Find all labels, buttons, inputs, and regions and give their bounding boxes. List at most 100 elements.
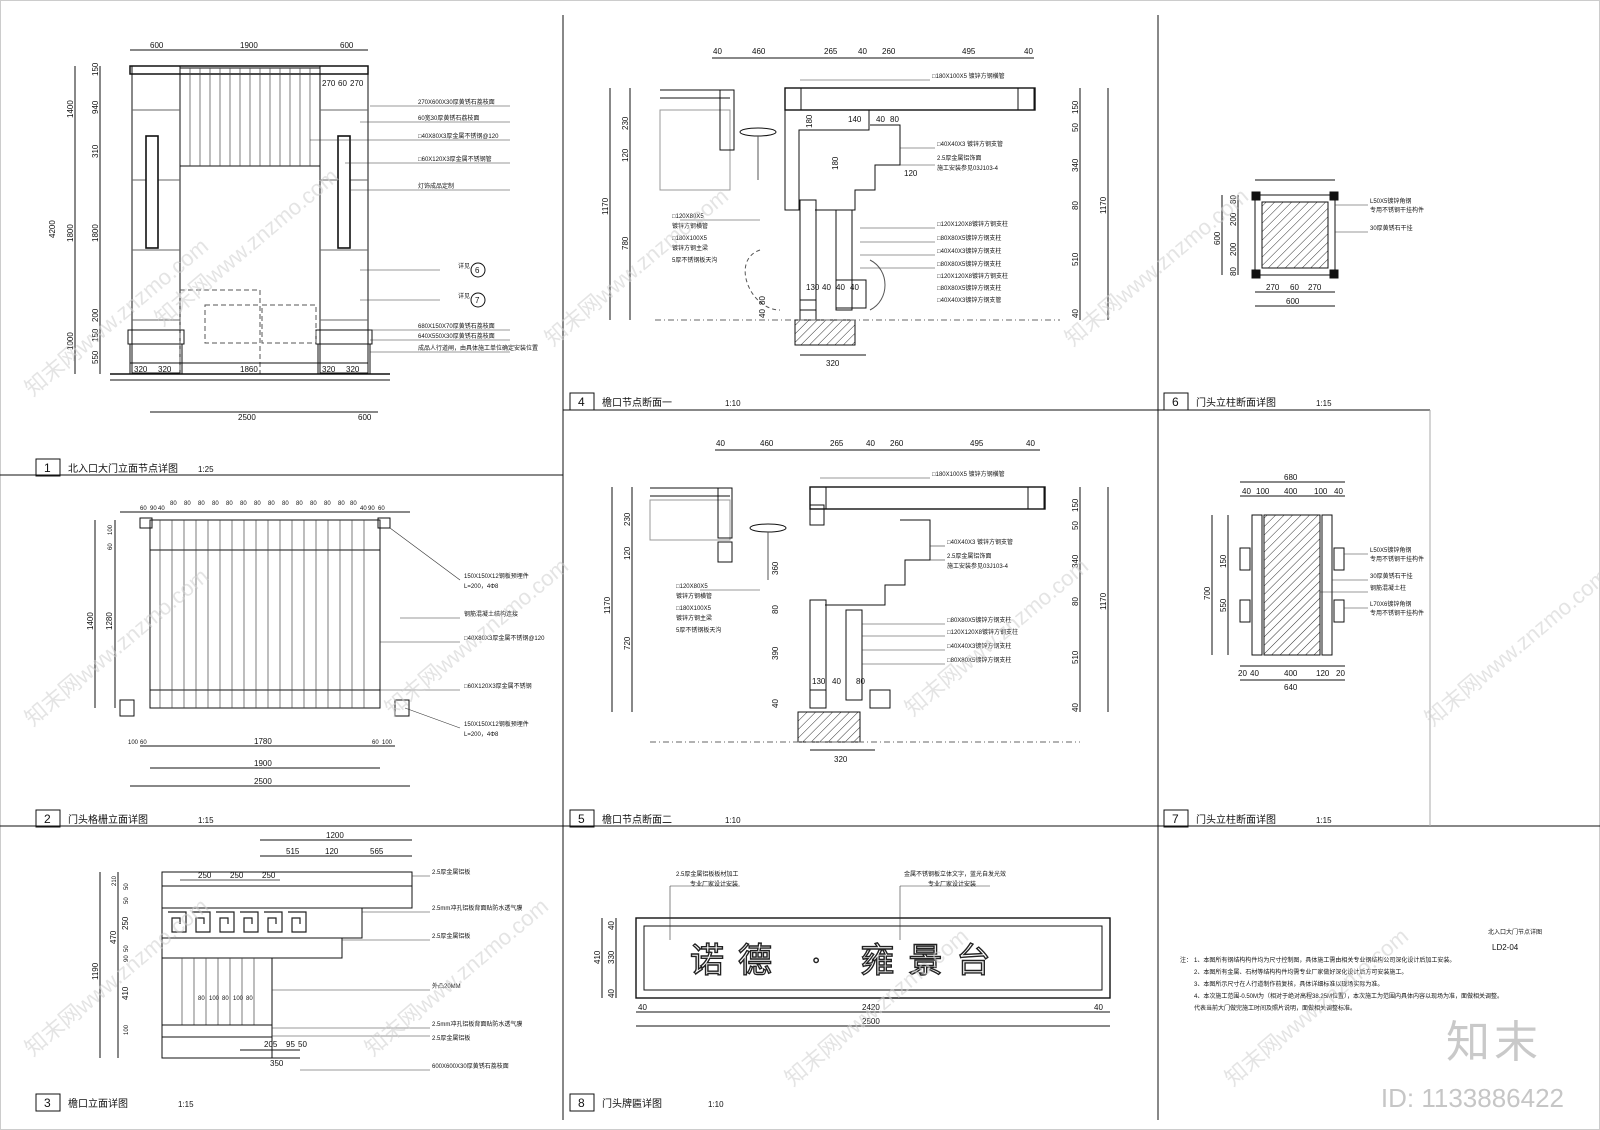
p7-note: 钢筋混凝土柱 <box>1370 584 1406 592</box>
drawing-title: 北入口大门节点详图 <box>1488 928 1542 936</box>
p2-note: □40X80X3厚金属不锈钢@120 <box>464 634 545 642</box>
p6-dim: 270 <box>1266 283 1280 292</box>
p2-edge-dim: 60 <box>140 740 147 746</box>
p2-top-dim: 80 <box>254 501 261 507</box>
p7-dim: 640 <box>1284 683 1298 692</box>
p4-inner-dim: 130 <box>806 283 820 292</box>
panel-number: 4 <box>578 395 585 409</box>
p1-left-dim: 940 <box>91 100 100 114</box>
p5-note: 施工安装参见03J103-4 <box>947 562 1009 570</box>
panel-7-title: 7 门头立柱断面详图 1:15 <box>1163 809 1332 828</box>
p4-note: □120X120X8镀锌方钢支柱 <box>937 272 1008 280</box>
panel-number: 1 <box>44 461 51 475</box>
panel-title: 门头立柱断面详图 <box>1196 813 1276 826</box>
p7-note: L70X6镀锌角钢 <box>1370 600 1411 608</box>
sheet-info: 北入口大门节点详图 LD2-04 注： 1、本图所有钢结构构件均为尺寸控制图，具… <box>1180 928 1542 1012</box>
p2-top-dim: 40 <box>158 506 165 512</box>
p8-dim: 330 <box>607 950 616 964</box>
p5-top-dim: 40 <box>716 439 725 448</box>
p3-note: 600X600X30厚黄锈石荔枝面 <box>432 1062 509 1070</box>
p4-note: □180X100X5 <box>672 236 708 242</box>
p5-right-dim: 80 <box>1071 597 1080 606</box>
p2-top-dim: 80 <box>240 501 247 507</box>
p1-callout: 详见 <box>458 292 470 300</box>
p2-top-dim: 60 <box>140 506 147 512</box>
p2-top-dim: 80 <box>212 501 219 507</box>
p3-note: 2.5厚金属铝板 <box>432 932 470 940</box>
p8-dim: 40 <box>607 921 616 930</box>
p4-note: □40X40X3镀锌方钢支管 <box>937 296 1001 304</box>
p1-bottom-dim: 320 <box>322 365 336 374</box>
p5-top-dim: 40 <box>1026 439 1035 448</box>
p4-note: 镀锌方钢横管 <box>672 222 708 230</box>
p5-note: 5厚不锈钢板天沟 <box>676 626 721 634</box>
p4-right-dim: 510 <box>1071 252 1080 266</box>
p3-bottom-dim: 205 <box>264 1040 278 1049</box>
p5-inner-dim: 130 <box>812 677 826 686</box>
panel-3-eave-elevation <box>99 839 430 1071</box>
panel-scale: 1:10 <box>708 1100 724 1109</box>
panel-scale: 1:15 <box>198 816 214 825</box>
p7-dim: 120 <box>1316 669 1330 678</box>
p2-left-dim: 100 <box>108 524 114 535</box>
p4-note: □180X100X5 镀锌方钢横管 <box>932 72 1005 80</box>
p3-left-dim: 210 <box>112 875 118 886</box>
panel-3-labels: 1200 515 120 565 250 250 250 210 50 50 4… <box>91 831 522 1070</box>
p7-dim: 40 <box>1242 487 1251 496</box>
p1-note: □40X80X3厚金属不锈钢@120 <box>418 132 499 140</box>
p5-note: 镀锌方钢主梁 <box>676 614 712 622</box>
p7-dim: 20 <box>1336 669 1345 678</box>
p3-left-dim: 250 <box>121 916 130 930</box>
p5-right-dim: 50 <box>1071 521 1080 530</box>
p3-top-dim: 120 <box>325 847 339 856</box>
p6-dim: 270 <box>1308 283 1322 292</box>
p4-top-dim: 495 <box>962 47 976 56</box>
p3-left-dim: 50 <box>124 897 130 904</box>
p2-width-dim: 1900 <box>254 759 272 768</box>
p7-dim: 550 <box>1219 598 1228 612</box>
p4-top-dim: 460 <box>752 47 766 56</box>
p5-left-dim: 120 <box>623 546 632 560</box>
p5-note: 镀锌方钢横管 <box>676 592 712 600</box>
p3-small-dim: 80 <box>222 996 229 1002</box>
p1-bottom-dim: 320 <box>158 365 172 374</box>
p4-inner-dim: 320 <box>826 359 840 368</box>
panel-5-title: 5 檐口节点断面二 1:10 <box>569 809 741 828</box>
p3-row-dim: 250 <box>230 871 244 880</box>
p4-inner-dim: 40 <box>758 309 767 318</box>
p3-left-dim: 50 <box>124 883 130 890</box>
p5-note: □180X100X5 镀锌方钢横管 <box>932 470 1005 478</box>
p6-dim: 600 <box>1286 297 1300 306</box>
p2-note: 150X150X12钢板预埋件 <box>464 572 529 580</box>
p3-small-dim: 100 <box>233 996 244 1002</box>
panel-1-gate-elevation <box>74 49 510 413</box>
panel-5-labels: 40 460 265 40 260 495 40 230 120 1170 72… <box>603 439 1108 764</box>
p4-right-dim: 340 <box>1071 158 1080 172</box>
p5-top-dim: 495 <box>970 439 984 448</box>
p3-small-dim: 80 <box>246 996 253 1002</box>
p5-top-dim: 460 <box>760 439 774 448</box>
p2-edge-dim: 100 <box>382 740 393 746</box>
p7-dim: 40 <box>1334 487 1343 496</box>
p4-note: □80X80X5镀锌方钢支柱 <box>937 260 1001 268</box>
p2-top-dim: 80 <box>350 501 357 507</box>
p5-note: □40X40X3 镀锌方钢支管 <box>947 538 1013 546</box>
p4-left-dim: 1170 <box>601 197 610 215</box>
p5-left-dim: 720 <box>623 636 632 650</box>
p7-note: L50X5镀锌角钢 <box>1370 546 1411 554</box>
p1-outer-dim: 1000 <box>66 332 75 350</box>
p3-note: 2.5厚金属铝板 <box>432 868 470 876</box>
p2-note: □60X120X3厚金属不锈钢 <box>464 682 532 690</box>
note-line: 2、本图所有金属、石材等结构构件均需专业厂家做好深化设计后方可安装施工。 <box>1194 968 1407 976</box>
p1-note: 成品人行道闸，由具体施工单位确定安装位置 <box>418 344 538 352</box>
p4-inner-dim: 180 <box>805 114 814 128</box>
p7-note: 专用不锈钢干挂构件 <box>1370 555 1424 563</box>
note-line: 1、本图所有钢结构构件均为尺寸控制图，具体施工需由相关专业钢结构公司深化设计后加… <box>1194 956 1455 964</box>
panel-title: 檐口立面详图 <box>68 1097 128 1110</box>
p1-note: □60X120X3厚金属不锈钢管 <box>418 155 492 163</box>
p8-dim: 2420 <box>862 1003 880 1012</box>
note-line: 代表当前大门做完施工时间及照片说明，面做相关调整标准。 <box>1194 1004 1356 1012</box>
p1-base-dim: 600 <box>358 413 372 422</box>
p6-dim: 200 <box>1229 242 1238 256</box>
panel-title: 门头牌匾详图 <box>602 1097 662 1110</box>
